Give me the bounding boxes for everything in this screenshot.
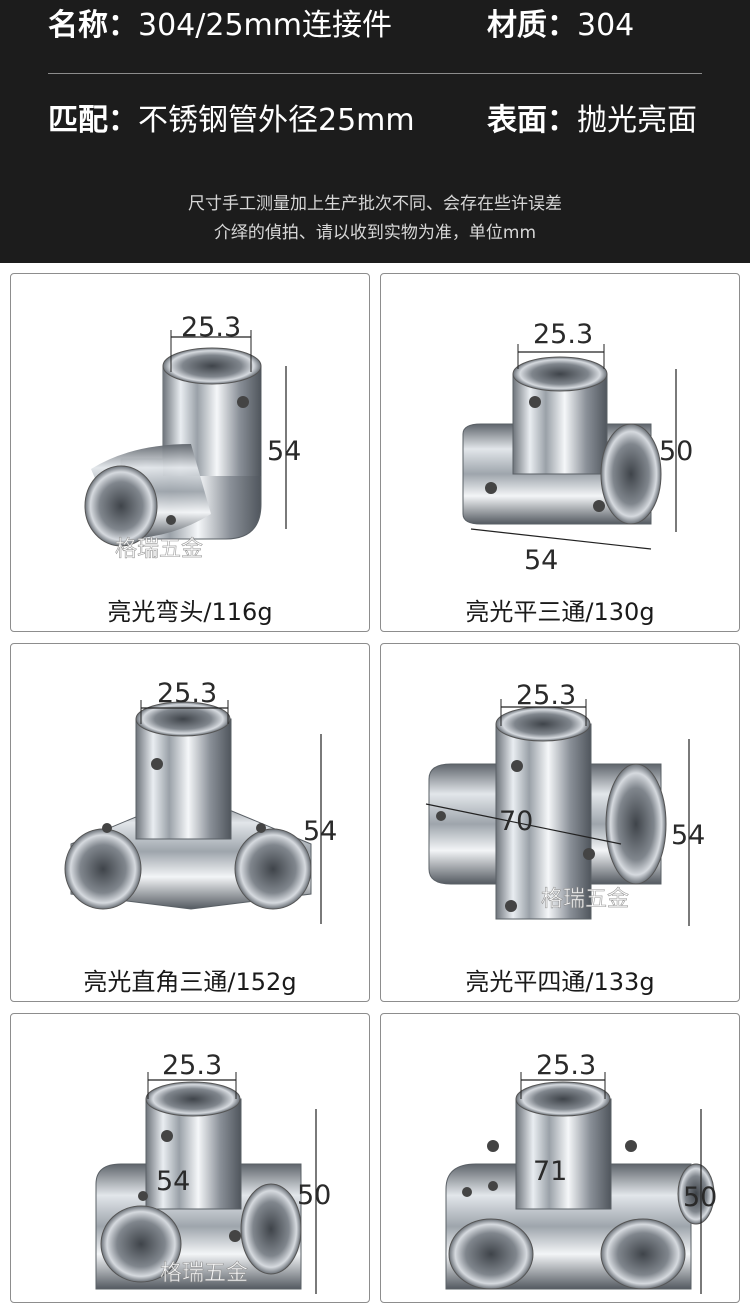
product-label: 亮光直角三通/152g	[83, 968, 297, 996]
product-card-4way-corner[interactable]: 25.3 54 50 格瑞五金	[10, 1013, 370, 1303]
spec-match: 匹配：不锈钢管外径25mm	[48, 101, 415, 141]
4way-corner-dim-width: 25.3	[162, 1050, 222, 1081]
4way-corner-illustration: 25.3 54 50 格瑞五金	[95, 1050, 331, 1294]
product-label: 亮光平三通/130g	[465, 598, 655, 626]
flat-cross-dim-height: 54	[671, 820, 705, 851]
flat-cross-illustration: 25.3 70 54 格瑞五金	[425, 680, 705, 926]
measurement-note-line1: 尺寸手工测量加上生产批次不同、会存在些许误差	[188, 194, 562, 214]
flat-cross-dim-width: 25.3	[516, 680, 576, 711]
flat-tee-illustration: 25.3 50 54	[462, 319, 693, 576]
corner-tee-dim-height: 54	[303, 816, 337, 847]
flat-tee-dim-width: 25.3	[533, 319, 593, 350]
product-card-elbow[interactable]: 25.3 54 格瑞五金 亮光弯头/116g	[10, 273, 370, 632]
watermark: 格瑞五金	[541, 887, 629, 912]
corner-tee-dim-width: 25.3	[157, 678, 217, 709]
spec-surface-value: 抛光亮面	[577, 103, 697, 138]
spec-surface-key: 表面：	[487, 103, 577, 138]
5way-dim-width: 25.3	[536, 1050, 596, 1081]
spec-surface: 表面：抛光亮面	[487, 101, 697, 141]
spec-material: 材质：304	[487, 6, 634, 46]
spec-name: 名称：304/25mm连接件	[48, 6, 392, 46]
spec-header: 名称：304/25mm连接件 材质：304 匹配：不锈钢管外径25mm 表面：抛…	[0, 0, 750, 263]
spec-name-value: 304/25mm连接件	[138, 8, 392, 43]
5way-dim-length: 71	[533, 1156, 567, 1187]
product-card-5way[interactable]: 25.3 71 50	[380, 1013, 740, 1303]
spec-name-key: 名称：	[48, 8, 138, 43]
4way-corner-dim-length: 54	[156, 1166, 190, 1197]
5way-dim-height: 50	[683, 1182, 717, 1213]
spec-match-key: 匹配：	[48, 103, 138, 138]
elbow-dim-height: 54	[267, 436, 301, 467]
product-label: 亮光平四通/133g	[465, 968, 655, 996]
watermark: 格瑞五金	[115, 537, 203, 562]
elbow-dim-width: 25.3	[181, 312, 241, 343]
measurement-note-line2: 介绎的偵拍、请以收到实物为准，单位mm	[213, 223, 537, 243]
flat-tee-dim-height: 50	[659, 436, 693, 467]
spec-match-value: 不锈钢管外径25mm	[138, 103, 415, 138]
flat-cross-dim-length: 70	[499, 806, 533, 837]
4way-corner-dim-height: 50	[297, 1180, 331, 1211]
elbow-illustration: 25.3 54 格瑞五金	[84, 312, 301, 562]
product-card-flat-tee[interactable]: 25.3 50 54 亮光平三通/130g	[380, 273, 740, 632]
product-label: 亮光弯头/116g	[107, 598, 273, 626]
spec-material-value: 304	[577, 8, 635, 43]
5way-illustration: 25.3 71 50	[445, 1050, 717, 1294]
product-card-corner-tee[interactable]: 25.3 54 亮光直角三通/152g	[10, 643, 370, 1002]
spec-material-key: 材质：	[487, 8, 577, 43]
flat-tee-dim-length: 54	[524, 545, 558, 576]
watermark: 格瑞五金	[160, 1261, 248, 1286]
product-card-flat-cross[interactable]: 25.3 70 54 格瑞五金 亮光平四通/133g	[380, 643, 740, 1002]
header-divider	[48, 73, 702, 74]
corner-tee-illustration: 25.3 54	[64, 678, 337, 924]
